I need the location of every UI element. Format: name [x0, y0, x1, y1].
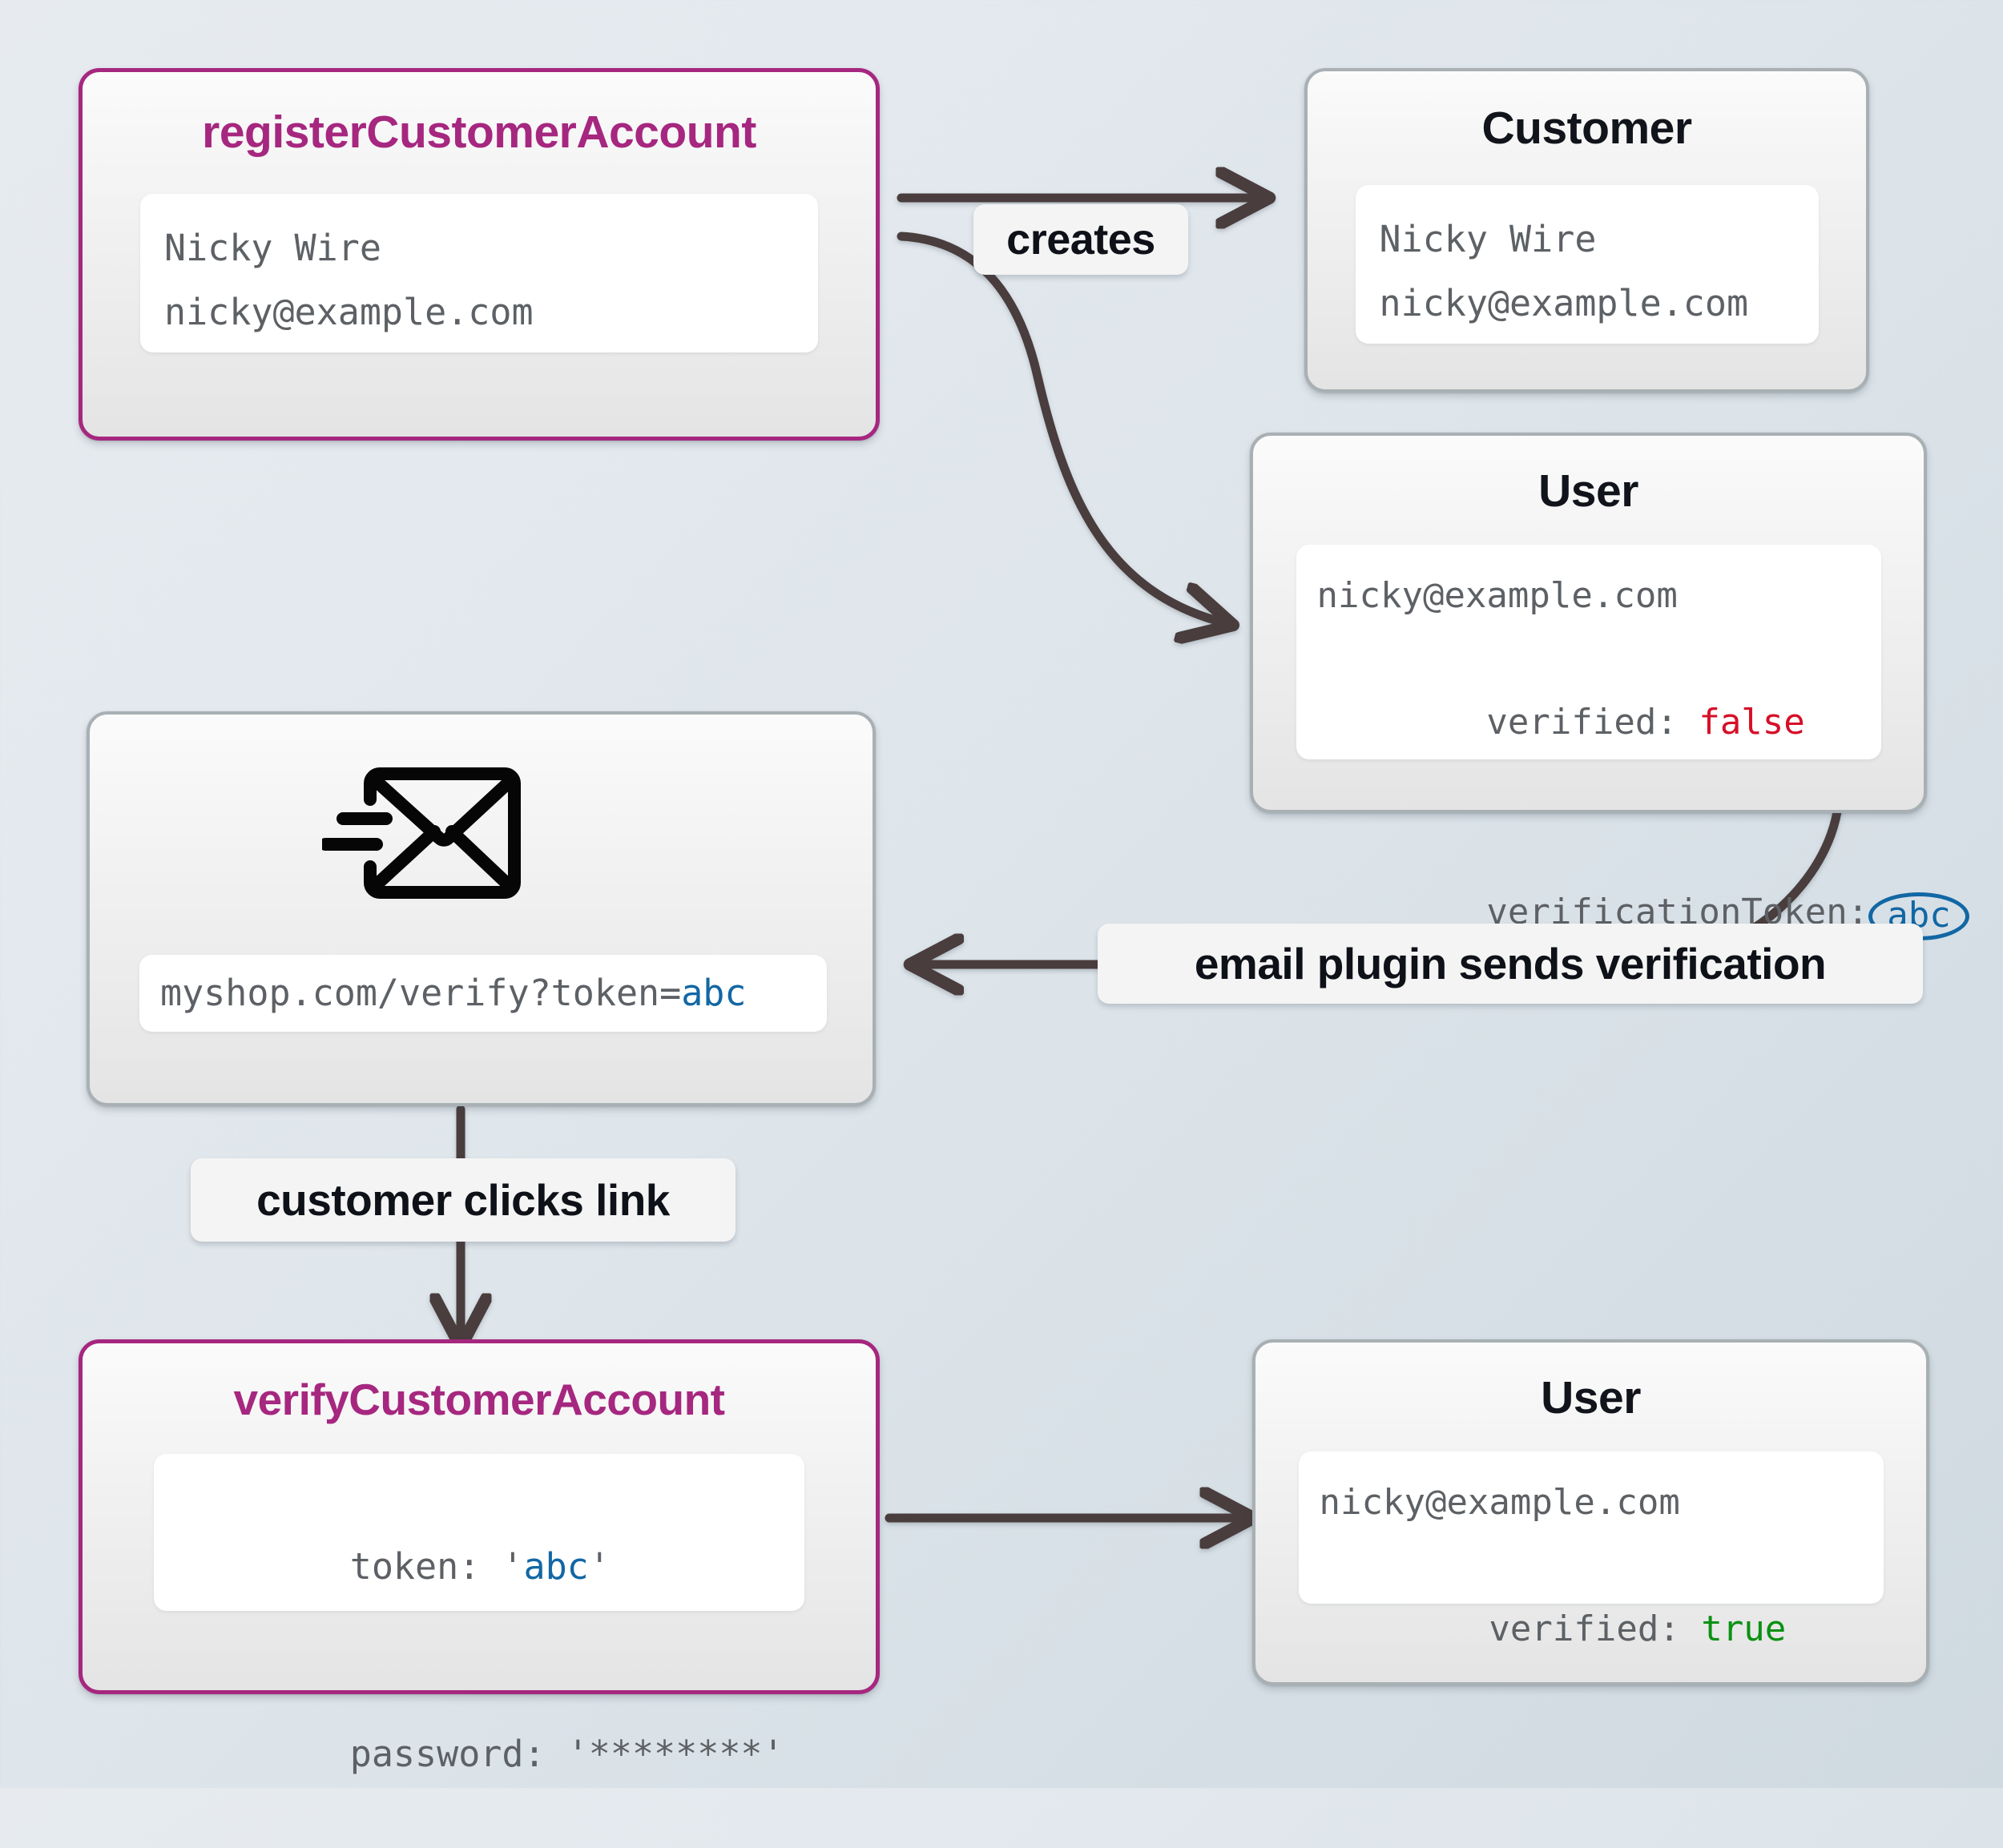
customer-email: nicky@example.com	[1379, 282, 1749, 324]
node-title: User	[1541, 1372, 1641, 1423]
verify-token-value: abc	[523, 1545, 589, 1588]
node-title: registerCustomerAccount	[202, 107, 756, 158]
node-title: User	[1538, 465, 1638, 517]
send-mail-icon	[322, 767, 521, 899]
verify-fields-panel: token: 'abc' password: '********'	[154, 1454, 804, 1775]
verify-password-row: password: '********'	[176, 1661, 784, 1848]
verify-token-label: token:	[349, 1545, 502, 1588]
node-title: verifyCustomerAccount	[233, 1375, 725, 1424]
register-fields-panel: Nicky Wire nicky@example.com	[140, 194, 818, 352]
node-customer[interactable]: Customer Nicky Wire nicky@example.com	[1304, 68, 1869, 393]
node-verify-customer-account[interactable]: verifyCustomerAccount token: 'abc' passw…	[79, 1339, 880, 1775]
user-verified-value: true	[1701, 1608, 1787, 1649]
verify-password-value: '********'	[566, 1733, 784, 1775]
email-url-panel[interactable]: myshop.com/verify?token=abc	[139, 955, 827, 1032]
register-name: Nicky Wire	[164, 227, 381, 269]
user-verified-label: verified:	[1486, 702, 1699, 743]
verify-token-quote-open: '	[502, 1545, 524, 1588]
register-email: nicky@example.com	[164, 291, 534, 333]
edge-label-creates: creates	[973, 204, 1188, 275]
node-user-verified[interactable]: User nicky@example.com verified: true	[1252, 1339, 1929, 1685]
diagram-canvas: registerCustomerAccount Nicky Wire nicky…	[79, 68, 1969, 1775]
user-verified-value: false	[1699, 702, 1805, 743]
user-unverified-fields-panel: nicky@example.com verified: false verifi…	[1296, 545, 1969, 940]
node-register-customer-account[interactable]: registerCustomerAccount Nicky Wire nicky…	[79, 68, 880, 441]
edge-register-to-user	[897, 232, 1226, 623]
email-url-token: abc	[681, 972, 747, 1014]
node-user-unverified[interactable]: User nicky@example.com verified: false v…	[1250, 433, 1969, 940]
verify-token-quote-close: '	[588, 1545, 611, 1588]
user-verified-row: verified: false	[1317, 627, 1860, 817]
node-title: Customer	[1481, 103, 1692, 154]
edge-label-customer-clicks-link: customer clicks link	[191, 1158, 736, 1242]
verify-token-row: token: 'abc'	[176, 1473, 782, 1661]
customer-name: Nicky Wire	[1379, 218, 1597, 260]
customer-fields-panel: Nicky Wire nicky@example.com	[1355, 185, 1819, 344]
email-url-prefix: myshop.com/verify?token=	[160, 972, 682, 1014]
verify-password-label: password:	[349, 1733, 567, 1775]
edge-label-email-plugin: email plugin sends verification	[1098, 924, 1923, 1004]
user-verified-email: nicky@example.com	[1319, 1482, 1680, 1523]
node-email-message[interactable]: myshop.com/verify?token=abc	[87, 711, 876, 1106]
user-verified-fields-panel: nicky@example.com verified: true	[1298, 1451, 1884, 1649]
user-verified-row: verified: true	[1320, 1534, 1863, 1724]
user-verified-label: verified:	[1489, 1608, 1702, 1649]
user-email: nicky@example.com	[1316, 575, 1678, 616]
